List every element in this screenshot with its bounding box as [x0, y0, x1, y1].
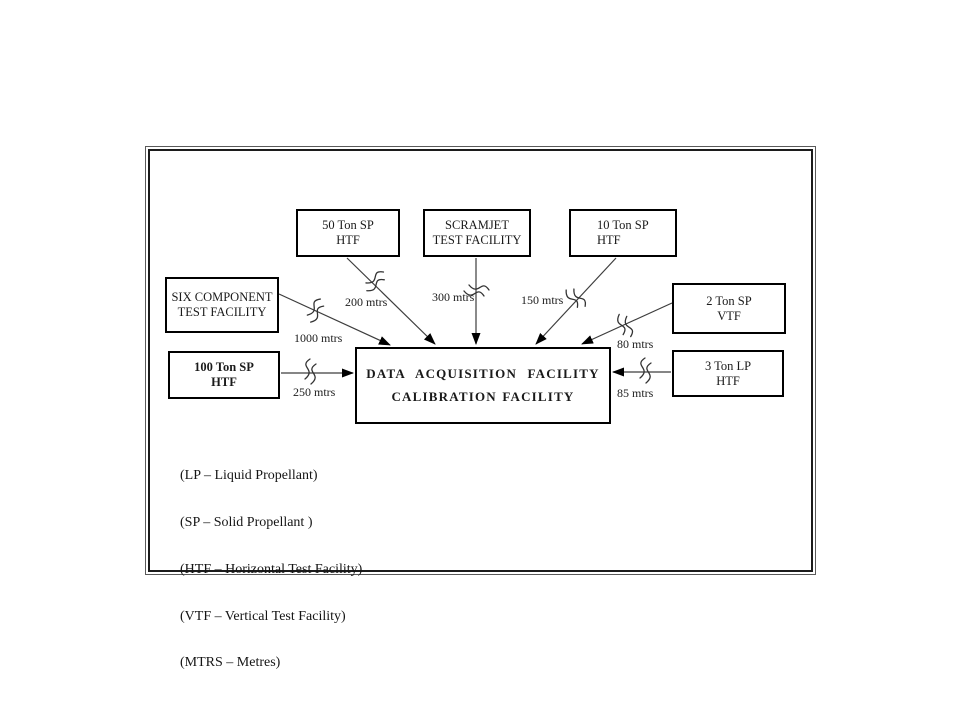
- break-mark-scramjet: [463, 284, 490, 297]
- break-mark-ten-ton: [565, 288, 586, 308]
- center-box-title-line2: CALIBRATION FACILITY: [391, 389, 575, 404]
- legend-item-mtrs: (MTRS – Metres): [180, 655, 281, 671]
- distance-label-scramjet: 300 mtrs: [432, 290, 475, 304]
- box-label-line2: HTF: [211, 375, 237, 389]
- box-label-line1: SCRAMJET: [445, 218, 509, 232]
- box-label-line1: 2 Ton SP: [706, 293, 752, 308]
- break-mark-two-ton: [617, 313, 634, 338]
- distance-label-50-ton: 200 mtrs: [345, 295, 388, 309]
- box-label-line2: TEST FACILITY: [177, 305, 267, 319]
- break-mark-fifty-ton: [365, 271, 385, 292]
- distance-label-10-ton: 150 mtrs: [521, 293, 564, 307]
- legend-item-sp: (SP – Solid Propellant ): [180, 514, 313, 530]
- connector-fifty-ton: [346, 257, 436, 345]
- center-box-title-line1: DATA ACQUISITION FACILITY: [366, 366, 600, 382]
- box-50-ton-sp-htf: 50 Ton SP HTF: [296, 209, 400, 257]
- box-label-line2: HTF: [336, 233, 360, 247]
- box-100-ton-sp-htf: 100 Ton SP HTF: [168, 351, 280, 399]
- box-six-component-test-facility: SIX COMPONENT TEST FACILITY: [165, 277, 279, 333]
- box-label-line1: 100 Ton SP: [194, 360, 254, 374]
- box-scramjet-test-facility: SCRAMJET TEST FACILITY: [423, 209, 531, 257]
- box-10-ton-sp-htf: 10 Ton SP HTF: [569, 209, 677, 257]
- connector-two-ton: [581, 302, 673, 345]
- distance-label-3-ton: 85 mtrs: [617, 386, 654, 400]
- box-label-line1: 3 Ton LP: [704, 358, 752, 373]
- box-label-line2: TEST FACILITY: [432, 233, 522, 247]
- distance-label-100-ton: 250 mtrs: [293, 385, 336, 399]
- connector-six-component: [278, 293, 391, 346]
- box-label-line1: 10 Ton SP: [597, 218, 649, 232]
- box-label-line2: HTF: [597, 233, 621, 247]
- box-label-line2: VTF: [717, 308, 741, 323]
- box-label-line1: 50 Ton SP: [322, 218, 374, 232]
- abbreviation-legend: (LP – Liquid Propellant) (SP – Solid Pro…: [180, 437, 362, 702]
- legend-item-htf: (HTF – Horizontal Test Facility): [180, 561, 363, 577]
- legend-item-vtf: (VTF – Vertical Test Facility): [180, 608, 346, 624]
- box-label-line1: SIX COMPONENT: [171, 290, 273, 304]
- break-mark-six-component: [306, 298, 325, 323]
- distance-label-2-ton: 80 mtrs: [617, 337, 654, 351]
- diagram-outer-frame: [145, 146, 816, 575]
- break-mark-three-ton: [639, 357, 652, 384]
- legend-item-lp: (LP – Liquid Propellant): [180, 468, 318, 484]
- break-mark-hundred-ton: [304, 358, 317, 385]
- box-3-ton-lp-htf: 3 Ton LP HTF: [672, 350, 784, 397]
- box-2-ton-sp-vtf: 2 Ton SP VTF: [672, 283, 786, 334]
- box-data-acquisition-calibration-facility: DATA ACQUISITION FACILITY CALIBRATION FA…: [355, 347, 611, 424]
- distance-label-six-component: 1000 mtrs: [294, 331, 343, 345]
- diagram-inner-frame: [148, 149, 813, 572]
- box-label-line2: HTF: [716, 373, 740, 388]
